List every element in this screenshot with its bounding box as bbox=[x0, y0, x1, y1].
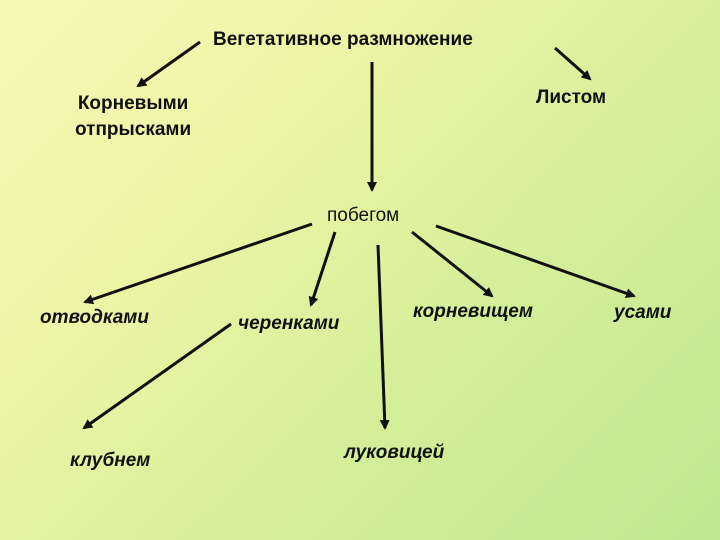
arrow-to-rhizome bbox=[411, 230, 494, 298]
arrow-to-runners bbox=[435, 224, 636, 299]
leaf-tuber: клубнем bbox=[70, 450, 151, 471]
branch-root-suckers-line1: Корневыми bbox=[77, 93, 189, 114]
leaf-runners: усами bbox=[614, 302, 672, 323]
branch-root-suckers: Корневыми отпрысками bbox=[75, 91, 191, 143]
leaf-layering: отводками bbox=[40, 307, 149, 328]
root-node: Вегетативное размножение bbox=[213, 29, 473, 50]
arrow-to-leaf bbox=[554, 46, 592, 81]
leaf-rhizome: корневищем bbox=[413, 301, 533, 322]
arrow-to-bulb bbox=[376, 244, 390, 430]
branch-root-suckers-line2: отпрысками bbox=[75, 119, 192, 140]
arrow-to-cuttings bbox=[308, 231, 337, 307]
branch-leaf: Листом bbox=[536, 87, 607, 108]
branch-shoot: побегом bbox=[327, 205, 400, 226]
arrow-to-tuber bbox=[82, 322, 232, 430]
arrow-to-root-suckers bbox=[136, 40, 201, 88]
arrow-to-layering bbox=[83, 222, 313, 305]
leaf-cuttings: черенками bbox=[238, 313, 340, 334]
leaf-bulb: луковицей bbox=[344, 442, 445, 463]
